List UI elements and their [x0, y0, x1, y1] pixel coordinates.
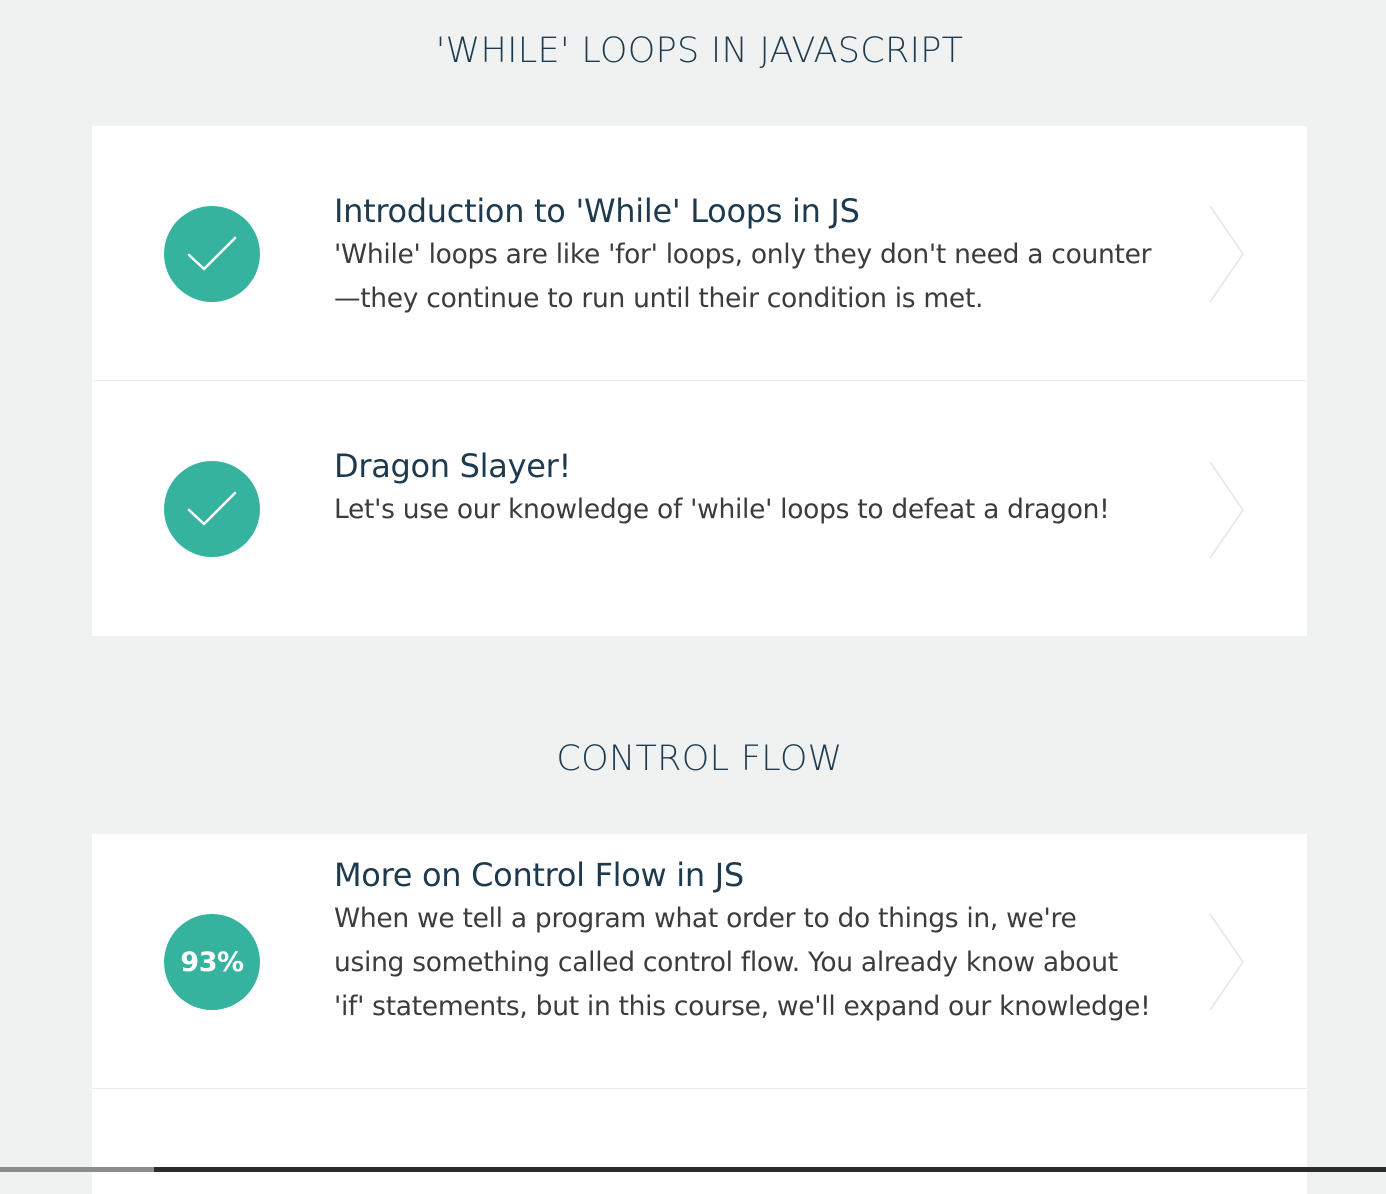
section-title-while-loops: 'WHILE' LOOPS IN JAVASCRIPT: [435, 31, 964, 71]
progress-badge: 93%: [164, 914, 260, 1010]
chevron-right-icon[interactable]: [1208, 913, 1246, 1011]
lesson-description: 'While' loops are like 'for' loops, only…: [334, 239, 1152, 314]
lesson-title: More on Control Flow in JS: [334, 856, 744, 894]
chevron-right-icon[interactable]: [1208, 205, 1246, 303]
horizontal-scrollbar[interactable]: [0, 1167, 1386, 1172]
lesson-title: Introduction to 'While' Loops in JS: [334, 192, 860, 230]
lesson-text: More on Control Flow in JS When we tell …: [334, 853, 1154, 1029]
lesson-text: Dragon Slayer! Let's use our knowledge o…: [334, 444, 1154, 532]
progress-percent: 93%: [180, 946, 244, 978]
scrollbar-thumb[interactable]: [0, 1167, 154, 1172]
completed-badge: [164, 206, 260, 302]
lesson-list-control-flow: 93% More on Control Flow in JS When we t…: [92, 834, 1307, 1194]
lesson-description: Let's use our knowledge of 'while' loops…: [334, 494, 1110, 525]
lesson-list-while-loops: Introduction to 'While' Loops in JS 'Whi…: [92, 126, 1307, 636]
section-title-control-flow: CONTROL FLOW: [556, 739, 843, 779]
lesson-description: When we tell a program what order to do …: [334, 903, 1151, 1022]
lesson-text: Introduction to 'While' Loops in JS 'Whi…: [334, 189, 1154, 321]
lesson-item-dragon-slayer[interactable]: Dragon Slayer! Let's use our knowledge o…: [92, 381, 1307, 636]
lesson-item-control-flow[interactable]: 93% More on Control Flow in JS When we t…: [92, 834, 1307, 1089]
completed-badge: [164, 461, 260, 557]
check-icon: [187, 491, 237, 526]
lesson-title: Dragon Slayer!: [334, 447, 571, 485]
check-icon: [187, 236, 237, 271]
lesson-item-intro-while-loops[interactable]: Introduction to 'While' Loops in JS 'Whi…: [92, 126, 1307, 381]
chevron-right-icon[interactable]: [1208, 461, 1246, 559]
